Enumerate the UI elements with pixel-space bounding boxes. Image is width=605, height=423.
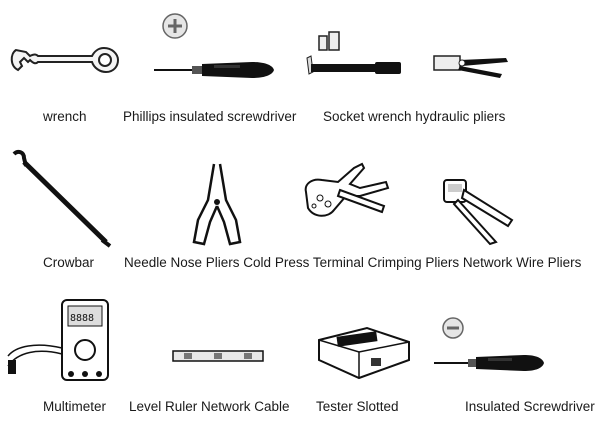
network-wire-pliers-illustration <box>443 179 514 246</box>
multimeter-illustration: 8888 <box>7 299 109 381</box>
phillips-screwdriver-illustration <box>154 62 274 78</box>
multimeter-label: Multimeter <box>43 399 107 414</box>
crimping-pliers-illustration <box>304 162 390 217</box>
needle-nose-pliers-illustration <box>192 163 242 246</box>
phillips-screwdriver-label: Phillips insulated screwdriver <box>123 109 297 124</box>
tester-label: Tester Slotted <box>316 399 399 414</box>
wrench-label: wrench <box>43 109 87 124</box>
level-cable-label: Level Ruler Network Cable <box>129 399 290 414</box>
slotted-screwdriver-illustration <box>434 355 544 371</box>
wrench-illustration <box>10 46 120 74</box>
crowbar-label: Crowbar <box>43 255 95 270</box>
plus-icon <box>162 13 188 39</box>
svg-text:8888: 8888 <box>70 313 94 324</box>
network-cable-tester-illustration <box>318 326 410 380</box>
socket-wrench-illustration <box>306 31 401 75</box>
socket-hydraulic-label: Socket wrench hydraulic pliers <box>323 109 506 124</box>
insulated-screwdriver-label: Insulated Screwdriver <box>465 399 595 414</box>
hydraulic-pliers-illustration <box>433 55 508 78</box>
needle-crimping-network-label: Needle Nose Pliers Cold Press Terminal C… <box>124 255 582 270</box>
crowbar-illustration <box>12 149 112 248</box>
minus-icon <box>442 317 464 339</box>
level-ruler-illustration <box>172 350 264 362</box>
